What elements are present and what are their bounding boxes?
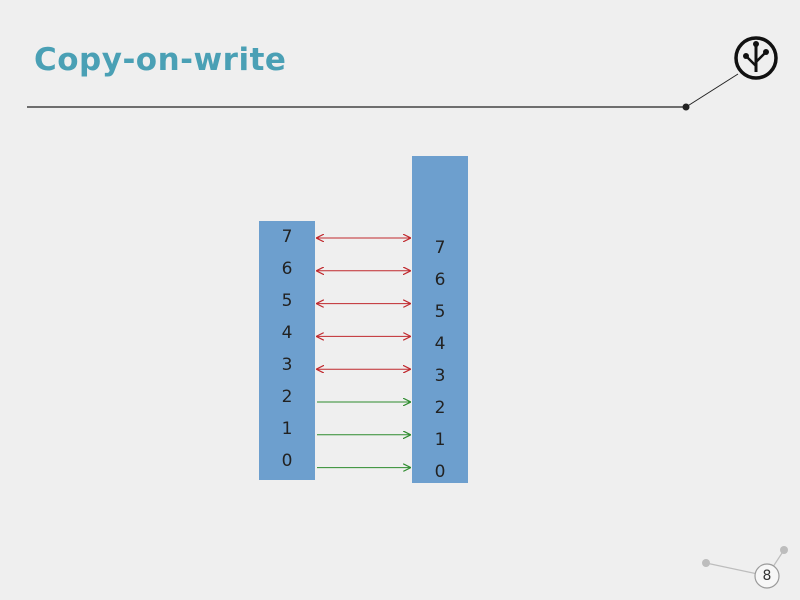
source-cell-4: 4 — [281, 323, 293, 343]
source-memory-column — [259, 221, 315, 480]
copy-cell-3: 3 — [434, 366, 446, 386]
copy-cell-5: 5 — [434, 302, 446, 322]
source-cell-6: 6 — [281, 259, 293, 279]
logo-connector — [685, 73, 739, 108]
source-cell-0: 0 — [281, 451, 293, 471]
source-cell-2: 2 — [281, 387, 293, 407]
copy-cell-4: 4 — [434, 334, 446, 354]
tree-logo-icon — [734, 36, 778, 80]
copy-cell-0: 0 — [434, 462, 446, 482]
copy-cell-2: 2 — [434, 398, 446, 418]
source-cell-7: 7 — [281, 227, 293, 247]
copy-cell-6: 6 — [434, 270, 446, 290]
source-cell-5: 5 — [281, 291, 293, 311]
copy-cell-1: 1 — [434, 430, 446, 450]
copy-memory-column — [412, 156, 468, 483]
page-number: 8 — [762, 568, 772, 584]
source-cell-3: 3 — [281, 355, 293, 375]
slide-title: Copy-on-write — [34, 42, 287, 78]
footer-decoration — [702, 546, 788, 589]
source-cell-1: 1 — [281, 419, 293, 439]
copy-cell-7: 7 — [434, 238, 446, 258]
